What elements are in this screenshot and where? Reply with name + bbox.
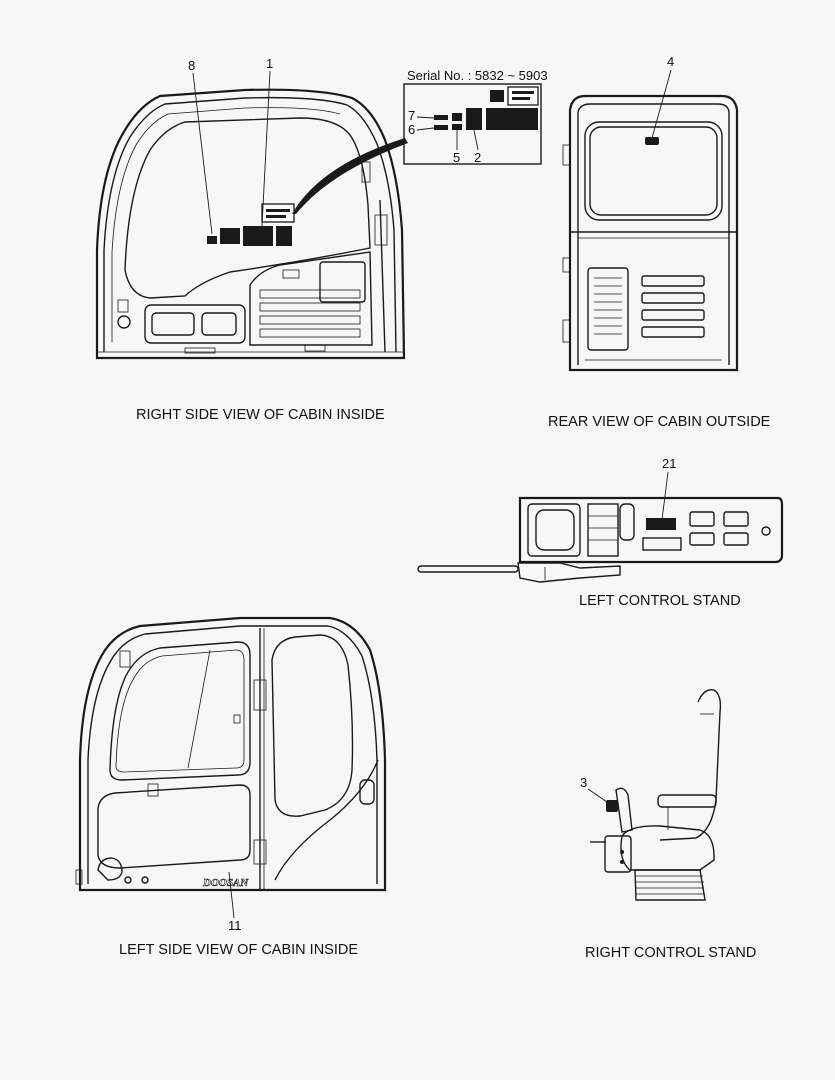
svg-text:21: 21 xyxy=(662,456,676,471)
svg-text:7: 7 xyxy=(408,108,415,123)
callout-7: 7 xyxy=(408,108,435,123)
serial-detail-box: Serial No. : 5832 ~ 5903 xyxy=(403,68,548,165)
caption-left-stand: LEFT CONTROL STAND xyxy=(579,593,741,609)
doosan-logo: DOOSAN xyxy=(202,877,249,889)
svg-text:11: 11 xyxy=(228,918,242,933)
caption-left-side: LEFT SIDE VIEW OF CABIN INSIDE xyxy=(119,942,358,958)
left-control-stand-view xyxy=(417,496,784,583)
callout-5: 5 xyxy=(453,130,460,165)
caption-right-stand: RIGHT CONTROL STAND xyxy=(585,945,756,961)
left-side-cabin-view: DOOSAN xyxy=(75,616,387,892)
rear-cabin-view xyxy=(562,94,739,372)
callout-2: 2 xyxy=(473,129,481,165)
callout-1: 1 xyxy=(261,56,273,227)
callout-4: 4 xyxy=(651,54,674,139)
svg-text:5: 5 xyxy=(453,150,460,165)
right-control-stand-view xyxy=(590,689,722,901)
svg-text:4: 4 xyxy=(667,54,674,69)
callout-21: 21 xyxy=(661,456,676,521)
callout-11: 11 xyxy=(228,871,242,933)
svg-text:Serial No. : 5832 ~ 5903: Serial No. : 5832 ~ 5903 xyxy=(407,68,548,83)
callout-8: 8 xyxy=(188,58,213,235)
callout-6: 6 xyxy=(408,122,435,137)
caption-right-side: RIGHT SIDE VIEW OF CABIN INSIDE xyxy=(136,407,385,423)
svg-text:6: 6 xyxy=(408,122,415,137)
caption-rear: REAR VIEW OF CABIN OUTSIDE xyxy=(548,414,771,430)
svg-text:3: 3 xyxy=(580,775,587,790)
svg-text:8: 8 xyxy=(188,58,195,73)
callout-3: 3 xyxy=(580,775,611,805)
svg-text:1: 1 xyxy=(266,56,273,71)
svg-text:2: 2 xyxy=(474,150,481,165)
decal-cluster-right xyxy=(207,203,295,246)
right-side-cabin-view xyxy=(95,88,408,360)
